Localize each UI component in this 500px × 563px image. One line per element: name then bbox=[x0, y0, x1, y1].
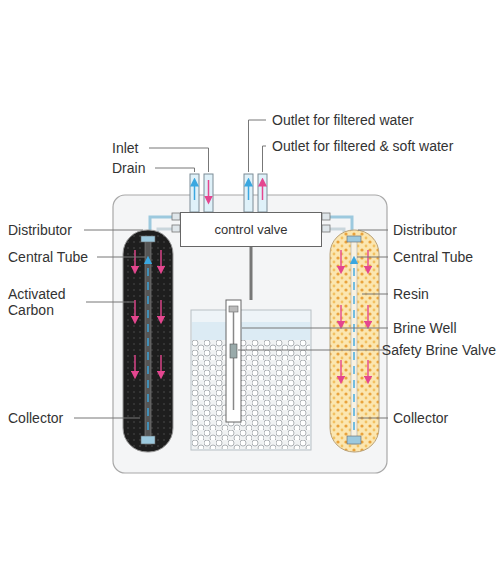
part-label: Drain bbox=[112, 160, 145, 176]
part-label: Outlet for filtered water bbox=[272, 112, 414, 128]
node-text: control valve bbox=[215, 222, 288, 237]
part-label: Collector bbox=[8, 410, 63, 426]
part-label: Activated Carbon bbox=[8, 286, 84, 318]
part-label: Outlet for filtered & soft water bbox=[272, 138, 453, 154]
leader-lines bbox=[74, 120, 388, 418]
part-label: Distributor bbox=[8, 222, 72, 238]
part-label: Distributor bbox=[393, 222, 457, 238]
part-label: Central Tube bbox=[393, 249, 473, 265]
part-label: Safety Brine Valve bbox=[382, 342, 496, 358]
part-label: Inlet bbox=[112, 140, 138, 156]
part-label: Central Tube bbox=[8, 249, 88, 265]
part-label: Collector bbox=[393, 410, 448, 426]
part-label: Resin bbox=[393, 286, 429, 302]
part-label: Brine Well bbox=[393, 320, 457, 336]
control-valve-box: control valve bbox=[180, 212, 322, 247]
